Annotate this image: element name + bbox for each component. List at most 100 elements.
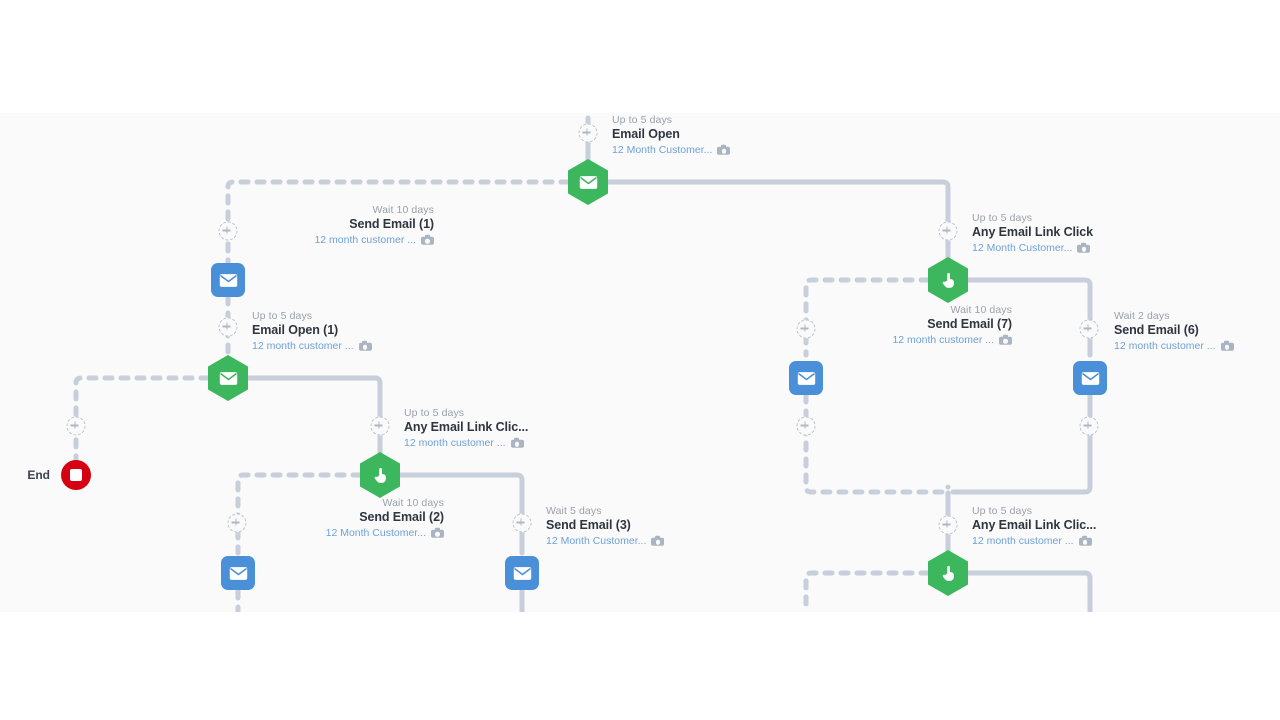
wait-text: Up to 5 days [972, 504, 1033, 517]
audience-name: 12 month customer ... [404, 436, 506, 449]
any-email-link-click-b-hexagon[interactable] [928, 257, 968, 303]
node-label: Wait 10 days Send Email (2) 12 Month Cus… [254, 497, 444, 540]
stop-icon [70, 469, 82, 481]
node-label: Wait 10 days Send Email (1) 12 month cus… [244, 204, 434, 247]
node-subtitle-row: 12 Month Customer... [254, 527, 444, 539]
end-label: End [27, 468, 50, 482]
node-title: Any Email Link Click [972, 225, 1093, 240]
node-layer: Up to 5 days Email Open 12 Month Custome… [0, 113, 1280, 612]
envelope-icon [219, 273, 237, 287]
envelope-icon [513, 566, 531, 580]
send-email-2-square[interactable] [221, 556, 255, 590]
link-emailopen-no [225, 179, 571, 270]
any-email-link-click-c-hexagon[interactable] [928, 550, 968, 596]
node-label: Wait 2 days Send Email (6) 12 month cust… [1114, 310, 1234, 353]
camera-icon [421, 235, 434, 246]
node-subtitle-row: 12 month customer ... [404, 437, 528, 449]
node-title: Send Email (2) [359, 510, 444, 525]
click-hand-icon [942, 272, 954, 288]
node-label: Wait 5 days Send Email (3) 12 Month Cust… [546, 504, 665, 548]
node-title: Send Email (7) [927, 317, 1012, 332]
camera-icon [651, 536, 665, 547]
email-open-hexagon[interactable] [568, 159, 608, 205]
node-subtitle-row: 12 Month Customer... [972, 242, 1093, 254]
node-title: Any Email Link Clic... [404, 420, 529, 435]
link-emailopen-yes [605, 179, 951, 270]
add-step-button[interactable] [796, 416, 816, 436]
envelope-icon [579, 175, 597, 189]
audience-name: 12 month customer ... [252, 339, 354, 352]
node-subtitle-row: 12 month customer ... [822, 334, 1012, 346]
camera-icon [717, 145, 731, 156]
send-email-1-square[interactable] [211, 263, 245, 297]
audience-name: 12 Month Customer... [972, 241, 1073, 254]
wait-text: Wait 5 days [546, 504, 602, 517]
send-email-7-square[interactable] [789, 361, 823, 395]
node-label: Up to 5 days Any Email Link Click 12 Mon… [972, 212, 1093, 255]
node-label: Up to 5 days Email Open (1) 12 month cus… [252, 310, 372, 353]
node-title: Email Open (1) [252, 323, 339, 338]
journey-canvas[interactable]: Up to 5 days Email Open 12 Month Custome… [0, 113, 1280, 612]
node-label: Wait 10 days Send Email (7) 12 month cus… [822, 304, 1012, 347]
node-title: Send Email (6) [1114, 323, 1199, 338]
link-click-c-yes [965, 570, 1093, 612]
wait-text: Wait 10 days [382, 496, 444, 509]
link-se7-down [803, 392, 951, 495]
add-step-button[interactable] [218, 317, 238, 337]
link-se6-down [950, 392, 1093, 495]
node-label: Up to 5 days Any Email Link Clic... 12 m… [404, 407, 528, 450]
add-step-button[interactable] [796, 319, 816, 339]
audience-name: 12 Month Customer... [325, 526, 426, 539]
camera-icon [358, 341, 372, 352]
add-step-button[interactable] [512, 513, 532, 533]
wait-text: Up to 5 days [404, 406, 465, 419]
wait-text: Up to 5 days [612, 113, 673, 126]
add-step-button[interactable] [578, 123, 598, 143]
node-label: Up to 5 days Any Email Link Clic... 12 m… [972, 505, 1096, 548]
any-email-link-click-a-hexagon[interactable] [360, 452, 400, 498]
add-step-button[interactable] [938, 221, 958, 241]
send-email-3-square[interactable] [505, 556, 539, 590]
envelope-icon [797, 371, 815, 385]
add-step-button[interactable] [218, 221, 238, 241]
audience-name: 12 month customer ... [892, 333, 994, 346]
wait-text: Wait 2 days [1114, 309, 1170, 322]
wait-text: Up to 5 days [972, 211, 1033, 224]
audience-name: 12 Month Customer... [612, 143, 713, 156]
send-email-6-square[interactable] [1073, 361, 1107, 395]
camera-icon [1077, 243, 1091, 254]
node-subtitle-row: 12 Month Customer... [612, 143, 731, 156]
node-title: Any Email Link Clic... [972, 518, 1097, 533]
audience-name: 12 month customer ... [1114, 339, 1216, 352]
node-subtitle-row: 12 month customer ... [252, 340, 372, 352]
click-hand-icon [374, 467, 386, 483]
link-click-b-no [803, 277, 931, 358]
link-click-a-yes [397, 472, 525, 556]
add-handle-layer [0, 113, 1280, 612]
wait-text: Wait 10 days [372, 203, 434, 216]
audience-name: 12 month customer ... [314, 233, 416, 246]
node-label: Up to 5 days Email Open 12 Month Custome… [612, 113, 731, 157]
audience-name: 12 month customer ... [972, 534, 1074, 547]
wait-text: Wait 10 days [950, 303, 1012, 316]
add-step-button[interactable] [1079, 416, 1099, 436]
email-open-1-hexagon[interactable] [208, 355, 248, 401]
link-emailopen1-no [73, 375, 211, 466]
node-subtitle-row: 12 month customer ... [1114, 340, 1234, 352]
add-step-button[interactable] [66, 416, 86, 436]
end-node-circle[interactable] [61, 460, 91, 490]
camera-icon [431, 528, 444, 539]
camera-icon [510, 438, 524, 449]
audience-name: 12 Month Customer... [546, 534, 647, 547]
envelope-icon [219, 371, 237, 385]
add-step-button[interactable] [938, 515, 958, 535]
add-step-button[interactable] [370, 416, 390, 436]
node-subtitle-row: 12 month customer ... [244, 234, 434, 246]
link-click-a-no [235, 472, 363, 556]
camera-icon [999, 335, 1012, 346]
add-step-button[interactable] [227, 513, 247, 533]
node-title: Email Open [612, 127, 680, 142]
click-hand-icon [942, 565, 954, 581]
link-emailopen1-yes [245, 375, 383, 466]
add-step-button[interactable] [1079, 319, 1099, 339]
